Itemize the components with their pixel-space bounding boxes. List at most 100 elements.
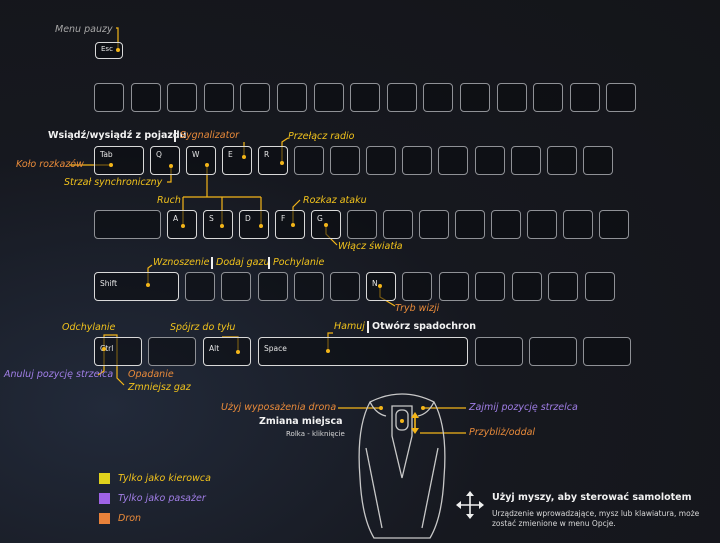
function-key bbox=[350, 83, 381, 112]
brake-label: Hamuj bbox=[334, 321, 365, 332]
key-alt: Alt bbox=[203, 337, 251, 366]
function-key bbox=[94, 83, 124, 112]
blank-key bbox=[347, 210, 377, 239]
key-esc-label: Esc bbox=[101, 45, 113, 53]
a-dot bbox=[181, 224, 185, 228]
mouse-hint-note: Urządzenie wprowadzające, mysz lub klawi… bbox=[492, 509, 700, 528]
ascend-label: Wznoszenie bbox=[153, 257, 210, 268]
esc-dot bbox=[116, 48, 120, 52]
key-e-label: E bbox=[228, 150, 233, 159]
key-w: W bbox=[186, 146, 216, 175]
blank-key bbox=[584, 272, 615, 301]
enter-exit-label: Wsiądź/wysiądź z pojazdu bbox=[48, 130, 187, 141]
order-wheel-label: Koło rozkazów bbox=[16, 159, 84, 170]
key-space: Space bbox=[258, 337, 468, 366]
function-key bbox=[460, 83, 490, 112]
key-right-ctrl bbox=[583, 337, 631, 366]
s-dot bbox=[220, 224, 224, 228]
function-key bbox=[203, 83, 234, 112]
radio-label: Przełącz radio bbox=[288, 131, 355, 142]
blank-key bbox=[419, 210, 449, 239]
cancel-gunner-label: Anuluj pozycję strzelca bbox=[4, 369, 114, 380]
wheel-click-label: Rolka - kliknięcie bbox=[286, 430, 345, 438]
shift-dot bbox=[146, 283, 150, 287]
e-dot bbox=[242, 155, 246, 159]
key-tab: Tab bbox=[94, 146, 144, 175]
blank-key bbox=[546, 146, 577, 175]
legend-swatch-driver bbox=[99, 473, 110, 484]
blank-key bbox=[402, 272, 432, 301]
attack-order-label: Rozkaz ataku bbox=[303, 195, 367, 206]
key-menu bbox=[529, 337, 577, 366]
blank-key bbox=[293, 272, 324, 301]
separator bbox=[211, 257, 213, 269]
separator bbox=[268, 257, 270, 269]
key-shift-label: Shift bbox=[100, 279, 118, 288]
blank-key bbox=[510, 146, 541, 175]
blank-key bbox=[511, 272, 542, 301]
mouse-hint-title: Użyj myszy, aby sterować samolotem bbox=[492, 492, 692, 503]
w-dot bbox=[205, 163, 209, 167]
key-space-label: Space bbox=[264, 344, 287, 353]
function-key bbox=[533, 83, 564, 112]
key-a-label: A bbox=[173, 214, 179, 223]
key-tab-label: Tab bbox=[100, 150, 113, 159]
blank-key bbox=[330, 272, 361, 301]
blank-key bbox=[330, 146, 361, 175]
move-label: Ruch bbox=[157, 195, 181, 206]
blank-key bbox=[527, 210, 557, 239]
blank-key bbox=[438, 146, 469, 175]
d-dot bbox=[259, 224, 263, 228]
key-w-label: W bbox=[192, 150, 200, 159]
look-back-label: Spójrz do tyłu bbox=[170, 322, 236, 333]
legend-label-drone: Dron bbox=[118, 513, 142, 524]
sync-shot-label: Strzał synchroniczny bbox=[64, 177, 163, 188]
r-dot bbox=[280, 161, 284, 165]
move-arrows-icon bbox=[456, 491, 484, 519]
key-g-label: G bbox=[317, 214, 323, 223]
legend-swatch-passenger bbox=[99, 493, 110, 504]
blank-key bbox=[185, 272, 215, 301]
key-f-label: F bbox=[281, 214, 286, 223]
g-dot bbox=[324, 223, 328, 227]
function-key bbox=[423, 83, 454, 112]
key-q-label: Q bbox=[156, 150, 162, 159]
change-seat-label: Zmiana miejsca bbox=[259, 416, 343, 427]
throttle-down-label: Zmniejsz gaz bbox=[128, 382, 191, 393]
blank-key bbox=[455, 210, 485, 239]
throttle-up-label: Dodaj gazu bbox=[216, 257, 270, 268]
key-n: N bbox=[366, 272, 396, 301]
drone-equipment-label: Użyj wyposażenia drona bbox=[221, 402, 337, 413]
blank-key bbox=[599, 210, 629, 239]
signal-label: Sygnalizator bbox=[180, 130, 240, 141]
separator bbox=[174, 130, 176, 142]
key-d: D bbox=[239, 210, 269, 239]
blank-key bbox=[563, 210, 593, 239]
tab-dot bbox=[109, 163, 113, 167]
lights-label: Włącz światła bbox=[338, 241, 403, 252]
key-q: Q bbox=[150, 146, 180, 175]
separator bbox=[367, 321, 369, 333]
pitch-up-label: Odchylanie bbox=[62, 322, 116, 333]
key-f: F bbox=[275, 210, 305, 239]
function-key bbox=[313, 83, 344, 112]
blank-key bbox=[548, 272, 578, 301]
space-dot bbox=[326, 349, 330, 353]
key-d-label: D bbox=[245, 214, 251, 223]
key-s: S bbox=[203, 210, 233, 239]
blank-key bbox=[582, 146, 613, 175]
key-e: E bbox=[222, 146, 252, 175]
descend-label: Opadanie bbox=[128, 369, 174, 380]
key-r: R bbox=[258, 146, 288, 175]
blank-key bbox=[257, 272, 288, 301]
function-key bbox=[130, 83, 161, 112]
blank-key bbox=[474, 146, 505, 175]
key-r-label: R bbox=[264, 150, 270, 159]
function-key bbox=[386, 83, 417, 112]
function-key bbox=[277, 83, 307, 112]
blank-key bbox=[475, 272, 505, 301]
key-caps-lock bbox=[94, 210, 161, 239]
esc-label: Menu pauzy bbox=[55, 24, 113, 35]
n-dot bbox=[378, 284, 382, 288]
